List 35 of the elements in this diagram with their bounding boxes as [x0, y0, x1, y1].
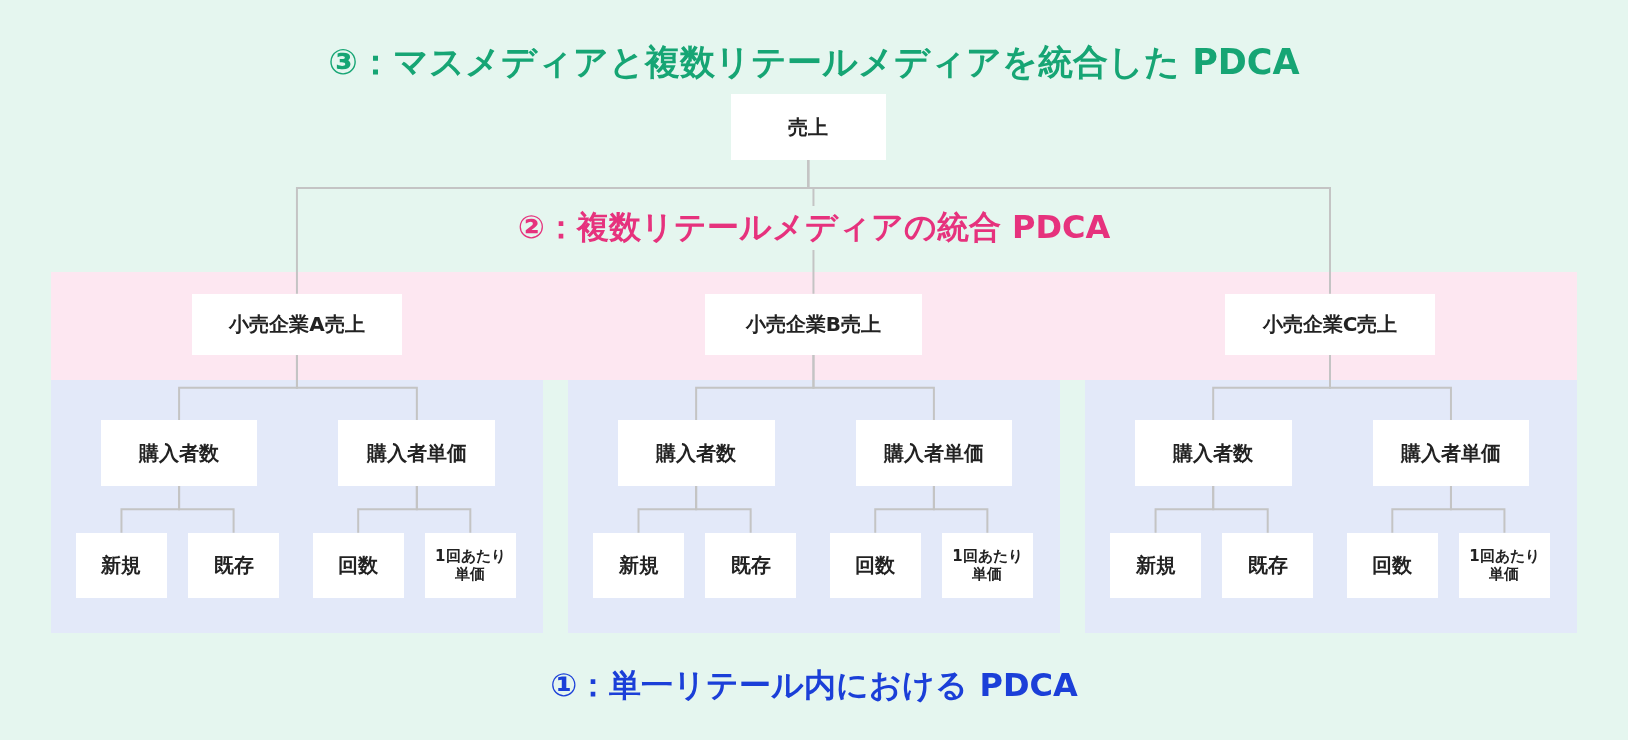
- panel: [50, 380, 543, 634]
- label-box: 購入者数: [1134, 420, 1292, 486]
- label-box: 小売企業C売上: [1225, 293, 1435, 356]
- label-box: 既存: [704, 532, 797, 599]
- section-heading: ①：単一リテール内における PDCA: [549, 665, 1079, 707]
- label-box: 回数: [312, 532, 404, 599]
- connector-line: [812, 354, 935, 422]
- label-box: 既存: [1222, 532, 1314, 599]
- connector-line: [415, 484, 472, 534]
- connector-line: [1212, 484, 1269, 534]
- connector-line: [807, 158, 1331, 295]
- connector-line: [932, 484, 989, 534]
- connector-line: [695, 484, 752, 534]
- label-box: 1回あたり単価: [1458, 532, 1551, 599]
- connector-line: [1449, 484, 1506, 534]
- label-box: 1回あたり単価: [424, 532, 516, 599]
- diagram-title: ③：マスメディアと複数リテールメディアを統合した PDCA: [327, 41, 1301, 85]
- label-box: 既存: [187, 532, 280, 599]
- label-box: 新規: [75, 532, 168, 599]
- panel: [1085, 380, 1578, 634]
- label-box: 売上: [730, 94, 886, 160]
- label-box: 購入者単価: [855, 420, 1013, 486]
- label-box: 新規: [1109, 532, 1202, 599]
- label-box: 購入者数: [100, 420, 258, 486]
- label-box: 1回あたり単価: [941, 532, 1034, 599]
- label-box: 購入者数: [617, 420, 775, 486]
- label-box: 新規: [592, 532, 685, 599]
- label-box: 回数: [1346, 532, 1438, 599]
- label-box: 購入者単価: [338, 420, 496, 486]
- label-box: 小売企業A売上: [192, 293, 402, 356]
- label-box: 購入者単価: [1372, 420, 1530, 486]
- label-box: 回数: [829, 532, 921, 599]
- panel: [567, 380, 1061, 634]
- label-box: 小売企業B売上: [704, 293, 922, 356]
- connector-line: [178, 484, 235, 534]
